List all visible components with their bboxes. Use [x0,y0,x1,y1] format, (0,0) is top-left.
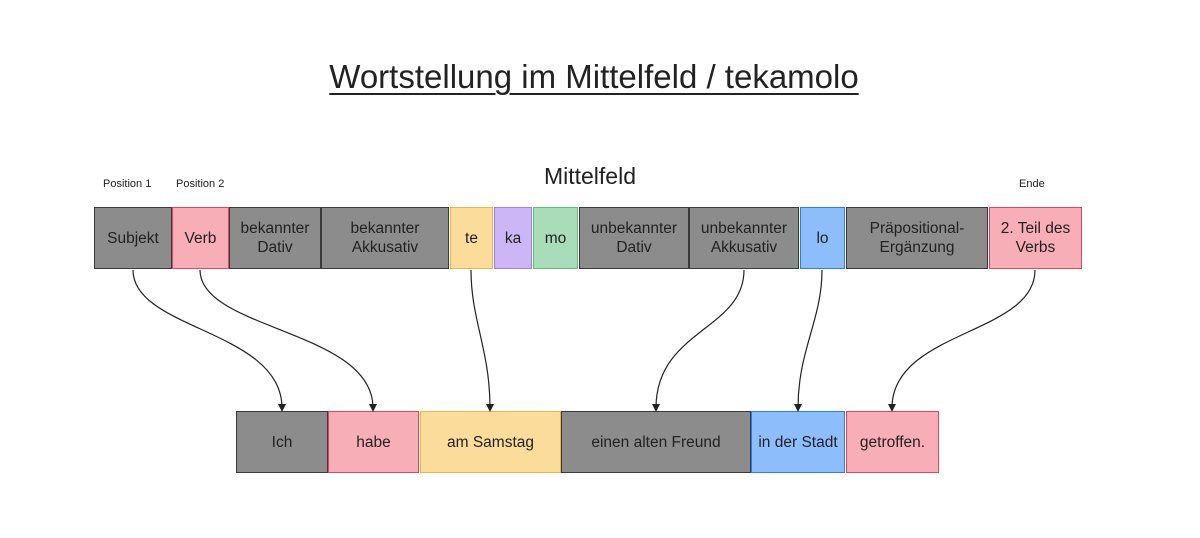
slot-praepositional-ergaenzung: Präpositional- Ergänzung [846,207,988,269]
diagram-title: Wortstellung im Mittelfeld / tekamolo [329,58,859,95]
word-am-samstag: am Samstag [420,411,561,473]
slot-bekannter-akkusativ: bekannter Akkusativ [321,207,449,269]
position-1-label: Position 1 [103,178,152,190]
mittelfeld-label: Mittelfeld [543,163,637,189]
word-getroffen: getroffen. [846,411,939,473]
arrow-verb-to-habe [199,269,377,412]
slot-unbekannter-dativ: unbekannter Dativ [579,207,689,269]
arrow-akkusativ-to-freund [652,269,745,412]
word-ich: Ich [236,411,328,473]
slot-mo: mo [533,207,578,269]
arrow-verb-teil-2-to-getroffen [888,269,1036,412]
ende-label: Ende [1019,178,1045,190]
arrow-lo-to-in-der-stadt [794,269,823,412]
slot-lo: lo [800,207,845,269]
slot-verb-teil-2: 2. Teil des Verbs [989,207,1082,269]
slot-ka: ka [494,207,532,269]
word-in-der-stadt: in der Stadt [751,411,845,473]
slot-verb: Verb [172,207,229,269]
arrow-subjekt-to-ich [132,269,286,412]
arrow-te-to-am-samstag [470,269,494,412]
word-habe: habe [328,411,419,473]
position-2-label: Position 2 [176,178,225,190]
slot-bekannter-dativ: bekannter Dativ [229,207,321,269]
word-einen-alten-freund: einen alten Freund [561,411,751,473]
slot-subjekt: Subjekt [94,207,172,269]
slot-te: te [450,207,493,269]
slot-unbekannter-akkusativ: unbekannter Akkusativ [689,207,799,269]
